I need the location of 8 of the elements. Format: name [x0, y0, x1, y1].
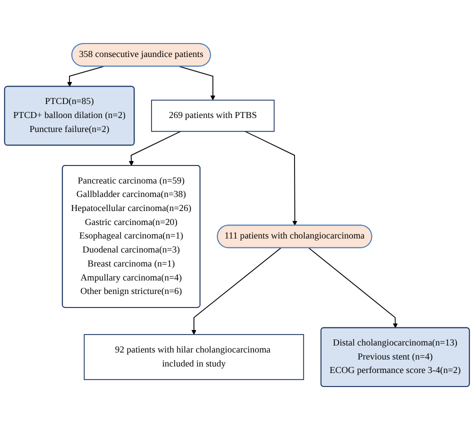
arrow [67, 66, 104, 88]
node-box: 269 patients with PTBS [151, 100, 275, 132]
arrow [178, 66, 216, 101]
arrow [308, 248, 398, 329]
arrow [128, 131, 182, 166]
arrow [191, 248, 282, 336]
node-box: 92 patients with hilar cholangiocarcinoma included in study [84, 334, 304, 380]
arrow [244, 131, 298, 226]
